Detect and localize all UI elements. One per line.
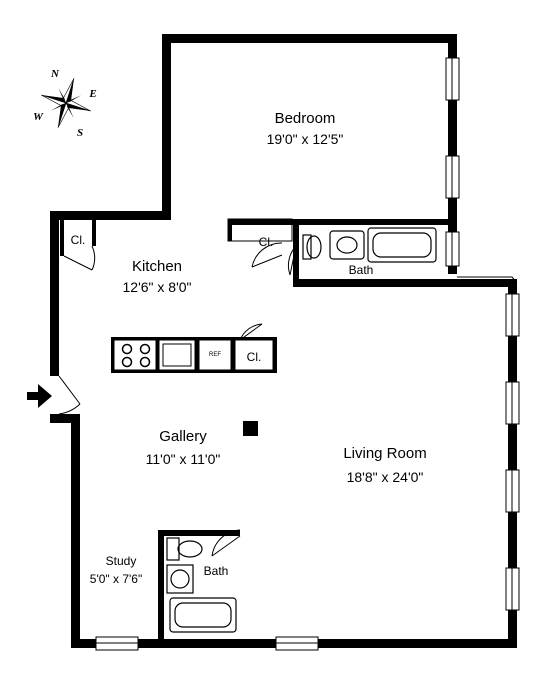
entry-door: [58, 375, 81, 415]
compass-west-label: W: [33, 111, 44, 123]
compass-east-label: E: [88, 88, 96, 100]
living-room-dimensions: 18'8" x 24'0": [347, 469, 424, 485]
bathtub-icon: [169, 597, 237, 633]
lower-bath-fixtures: [166, 537, 237, 633]
upper-bath-label: Bath: [349, 263, 374, 277]
kitchen-closet-label: Cl.: [71, 233, 86, 247]
compass-rose-icon: [41, 78, 91, 128]
study-label: Study: [106, 554, 137, 568]
stove-icon: [121, 343, 151, 368]
lower-bath-label: Bath: [204, 564, 229, 578]
gallery-dimensions: 11'0" x 11'0": [146, 451, 221, 467]
kitchen-label: Kitchen: [132, 258, 182, 275]
compass-north-label: N: [50, 68, 60, 80]
entry-arrow-icon: [27, 384, 52, 408]
compass-south-label: S: [77, 127, 83, 139]
sink-icon: [158, 339, 196, 371]
living-room-label: Living Room: [343, 445, 426, 462]
kitchen-counter: [111, 337, 277, 373]
island-closet-label: Cl.: [247, 350, 262, 364]
sink-icon: [329, 230, 365, 260]
sink-icon: [166, 564, 194, 594]
bedroom-label: Bedroom: [275, 110, 336, 127]
bedroom-dimensions: 19'0" x 12'5": [267, 131, 344, 147]
bathtub-icon: [367, 227, 437, 263]
kitchen-dimensions: 12'6" x 8'0": [123, 279, 192, 295]
toilet-icon: [306, 235, 322, 259]
upper-bath-fixtures: [302, 227, 437, 263]
closet-wall-stub: [228, 221, 232, 241]
structural-column: [243, 421, 258, 436]
study-dimensions: 5'0" x 7'6": [90, 572, 142, 586]
toilet-icon: [166, 537, 180, 561]
bedroom-closet-label: Cl.: [259, 235, 274, 249]
windows: [95, 57, 520, 651]
fridge-icon: [198, 339, 232, 371]
gallery-label: Gallery: [159, 428, 207, 445]
fridge-label: REF: [209, 352, 221, 358]
